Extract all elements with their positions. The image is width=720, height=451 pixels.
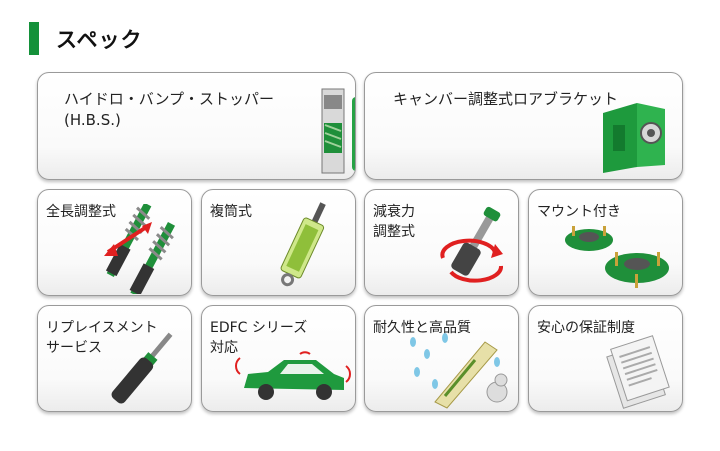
- title-accent-bar: [29, 22, 39, 55]
- feature-label: 安心の保証制度: [537, 320, 635, 336]
- feature-label: マウント付き: [537, 204, 621, 220]
- damping-adjust-icon: [440, 206, 503, 283]
- feature-card-edfc: EDFC シリーズ 対応: [201, 305, 356, 412]
- feature-label: 全長調整式: [46, 204, 116, 220]
- feature-label: 耐久性と高品質: [373, 320, 471, 336]
- feature-label: EDFC シリーズ 対応: [210, 320, 308, 356]
- hydro-bump-stopper-icon: [321, 88, 355, 174]
- feature-card-durability: 耐久性と高品質: [364, 305, 519, 412]
- feature-card-mount: マウント付き: [528, 189, 683, 296]
- mount-icon: [565, 226, 669, 288]
- feature-card-warranty: 安心の保証制度: [528, 305, 683, 412]
- feature-label: ハイドロ・バンプ・ストッパー (H.B.S.): [64, 90, 275, 129]
- feature-label: 減衰力 調整式: [373, 204, 415, 240]
- feature-label: 複筒式: [210, 204, 252, 220]
- full-length-adjust-icon: [104, 204, 176, 294]
- feature-card-replacement: リプレイスメント サービス: [37, 305, 192, 412]
- camber-bracket-icon: [603, 103, 665, 173]
- feature-card-twin-tube: 複筒式: [201, 189, 356, 296]
- durability-quality-icon: [410, 333, 508, 409]
- warranty-document-icon: [606, 335, 670, 409]
- feature-card-hbs: ハイドロ・バンプ・ストッパー (H.B.S.): [37, 72, 356, 180]
- feature-card-camber-bracket: キャンバー調整式ロアブラケット: [364, 72, 683, 180]
- feature-card-full-length: 全長調整式: [37, 189, 192, 296]
- feature-card-damping-adjust: 減衰力 調整式: [364, 189, 519, 296]
- replacement-service-icon: [111, 332, 173, 404]
- feature-label: リプレイスメント サービス: [46, 320, 158, 356]
- edfc-car-icon: [235, 351, 351, 400]
- twin-tube-icon: [280, 202, 326, 287]
- page-title: スペック: [56, 28, 143, 52]
- feature-label: キャンバー調整式ロアブラケット: [393, 90, 619, 108]
